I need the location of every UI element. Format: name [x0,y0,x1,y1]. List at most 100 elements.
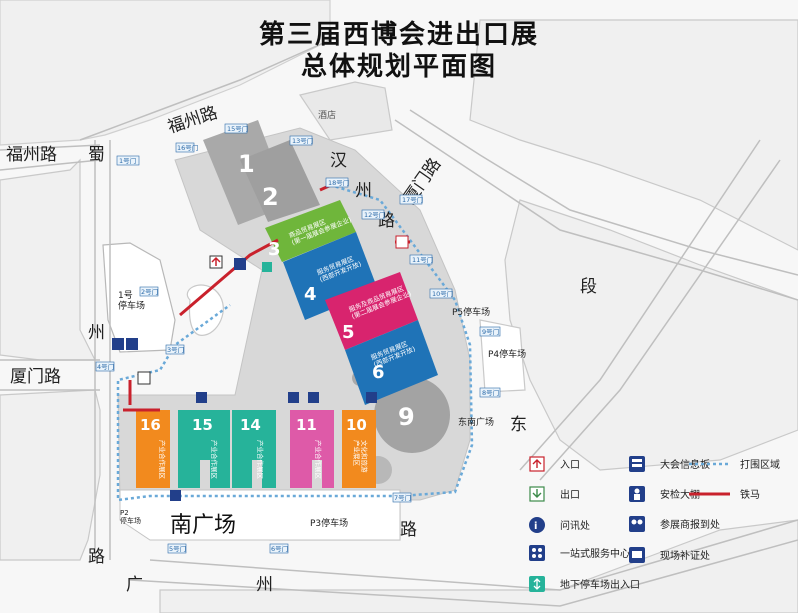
hall-3-num: 3 [268,239,281,260]
gate-tags: 15号门 16号门 1号门 13号门 12号门 11号门 10号门 9号门 8号… [95,123,501,554]
legend-fence: 打围区域 [689,458,780,471]
hall-3-shape [265,200,356,262]
hall-1-num: 1 [238,150,255,178]
svg-text:4号门: 4号门 [97,362,114,371]
entrance-icon [209,255,223,269]
hall-11-label: 产业合作展区 [314,440,323,480]
gate-10: 10号门 [429,288,453,299]
legend-security-label: 安检大棚 [660,488,700,501]
gate-17: 17号门 [399,194,423,205]
legend-onsite: 现场补证处 [629,547,710,563]
gate-4: 4号门 [95,361,115,372]
gate-9: 9号门 [479,326,501,337]
hall-5-num: 5 [342,322,355,343]
gate-13: 13号门 [289,135,313,146]
one-stop-icon [529,545,545,561]
svg-text:16号门: 16号门 [177,143,198,152]
svg-text:i: i [534,521,537,532]
road-zhou-bottom: 州 [256,575,273,595]
exhibitor-icon [126,338,138,350]
gate-16: 16号门 [175,142,198,153]
hall-15-label: 产业合作展区 [210,440,219,480]
info-board-icon [234,258,246,270]
gate-18: 18号门 [325,177,349,188]
svg-text:8号门: 8号门 [482,388,499,397]
map-title-line1: 第三届西博会进出口展 [258,20,539,50]
svg-text:13号门: 13号门 [292,136,313,145]
road-fuzhou-left: 福州路 [6,145,57,165]
road-lines [0,39,798,607]
svg-text:5号门: 5号门 [169,544,186,553]
entrance-icon-2 [395,235,409,249]
road-lu-bottom: 路 [400,520,417,540]
svg-text:2号门: 2号门 [141,287,158,296]
hall-10-shape [342,410,376,488]
road-xiamen-left: 厦门路 [10,367,61,387]
info-board-icon-2 [262,262,272,272]
info-board-icon-4 [366,392,377,403]
hall-14-label: 产业合作展区 [256,440,265,480]
legend-horse: 铁马 [689,488,760,501]
legend-exit: 出口 [529,486,580,502]
hall-5-shape [325,272,418,350]
one-stop-icon [308,392,319,403]
svg-text:12号门: 12号门 [364,210,385,219]
gate-6: 6号门 [269,543,289,554]
hall-10-label: 文化和旅游产业展区 [353,440,370,473]
hall-16-num: 16 [140,416,161,434]
legend-one-stop-label: 一站式服务中心 [560,547,630,560]
info-icon [529,517,545,533]
road-duan: 段 [580,277,597,297]
legend-onsite-label: 现场补证处 [660,549,710,562]
place-se-plaza: 东南广场 [458,416,494,428]
legend-info-board-label: 大会信息板 [660,458,710,471]
south-plaza-ground [119,489,401,541]
info-icon [288,392,299,403]
place-p4: P4停车场 [488,348,526,360]
hall-11-num: 11 [296,416,317,434]
exhibitor-checkin-icon [629,516,645,532]
hall-2-num: 2 [262,183,279,211]
svg-text:10号门: 10号门 [432,289,453,298]
svg-text:15号门: 15号门 [227,124,248,133]
gate-12: 12号门 [361,209,385,220]
legend-underground: 地下停车场出入口 [529,576,640,592]
legend-info: i 问讯处 [529,517,590,533]
legend-info-board: 大会信息板 [629,456,710,472]
road-dong: 东 [510,415,527,435]
svg-text:18号门: 18号门 [328,178,349,187]
gate-11: 11号门 [409,254,433,265]
gate-15: 15号门 [224,123,248,134]
legend-fence-label: 打围区域 [740,458,780,471]
place-p3: P3停车场 [310,517,348,529]
legend-exhibitor: 参展商报到处 [629,516,720,532]
road-shu-2: 州 [88,323,105,343]
hall-9-shape [374,377,450,453]
hall-2-shape [240,140,320,222]
road-lu-left: 路 [88,547,105,567]
gate-2: 2号门 [139,286,159,297]
svg-text:11号门: 11号门 [412,255,433,264]
gate-1: 1号门 [116,155,140,166]
legend-security: 安检大棚 [629,486,700,502]
legend-horse-label: 铁马 [740,488,760,501]
hall-16-shape [136,410,170,488]
legend-one-stop: 一站式服务中心 [529,545,630,561]
colored-halls [136,200,438,488]
place-parking-1: 1号停车场 [118,290,145,311]
svg-text:17号门: 17号门 [402,195,423,204]
map-title-line2: 总体规划平面图 [300,52,497,82]
hall-6-num: 6 [372,362,385,383]
gate-3: 3号门 [165,344,185,355]
svg-text:3号门: 3号门 [167,345,184,354]
place-hotel: 酒店 [318,109,336,121]
exit-icon [137,371,151,385]
hall-4-num: 4 [304,284,317,305]
grey-halls [203,120,450,484]
legend: 入口 出口 i 问讯处 一站式服务中心 地下停车场出入口 大会信息板 [529,456,780,592]
info-board-icon-3 [196,392,207,403]
hall-15-num: 15 [192,416,213,434]
svg-text:7号门: 7号门 [394,493,411,502]
